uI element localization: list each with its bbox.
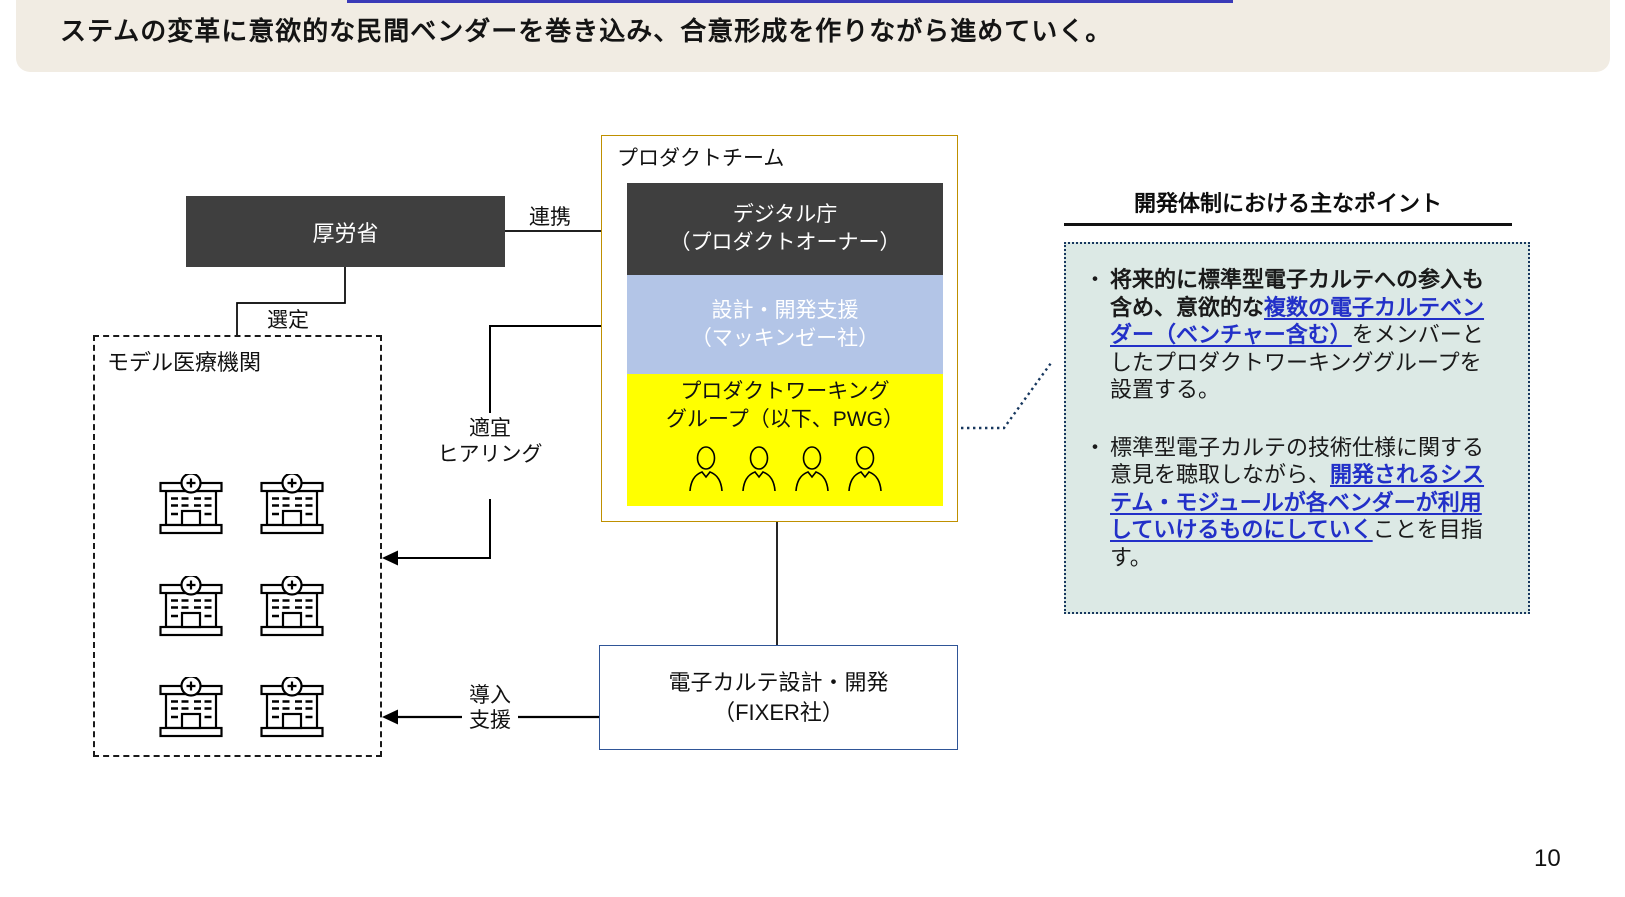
renkei-label: 連携	[529, 206, 571, 229]
model-institutions-label: モデル医療機関	[107, 350, 262, 375]
donyu-line2: 支援	[469, 709, 511, 732]
fixer-line2: （FIXER社）	[713, 699, 844, 725]
design-support-line2: （マッキンゼー社）	[690, 326, 880, 350]
sentei-label: 選定	[267, 309, 309, 332]
hospital-icon	[159, 576, 223, 637]
pwg-line1: プロダクトワーキング	[680, 380, 890, 403]
header-banner: ステムの変革に意欲的な民間ベンダーを巻き込み、合意形成を作りながら進めていく。	[16, 0, 1610, 72]
bullet-segment: 標準型電子カルテの技術仕様に関する意見を聴取しながら、	[1110, 434, 1485, 488]
hyperlink-text[interactable]: 開発されるシステム・モジュールが各ベンダーが利用していけるものにしていく	[1110, 462, 1485, 542]
hearing-arrowhead	[382, 550, 398, 566]
hearing-line2: ヒアリング	[437, 443, 543, 466]
person-icon	[688, 446, 723, 492]
pwg-members	[688, 446, 883, 492]
hospital-icon	[159, 677, 223, 738]
hearing-label: 適宜 ヒアリング	[430, 416, 550, 468]
mhlw-box: 厚労省	[186, 196, 505, 267]
design-support-line1: 設計・開発支援	[711, 298, 859, 322]
points-bullets: ・将来的に標準型電子カルテへの参入も含め、意欲的な複数の電子カルテベンダー（ベン…	[1084, 266, 1528, 571]
top-link-underline	[347, 0, 1233, 3]
bullet-segment: ことを目指す。	[1110, 517, 1483, 570]
hospital-icon	[260, 474, 324, 535]
fixer-line1: 電子カルテ設計・開発	[668, 669, 889, 695]
hearing-line1: 適宜	[469, 417, 511, 440]
bullet-item: ・標準型電子カルテの技術仕様に関する意見を聴取しながら、開発されるシステム・モジ…	[1084, 434, 1528, 572]
donyu-arrowhead	[382, 709, 398, 725]
bullet-segment: 将来的に標準型電子カルテへの参入も含め、意欲的な	[1110, 267, 1485, 320]
product-team-label: プロダクトチーム	[617, 147, 785, 170]
points-title: 開発体制における主なポイント	[1133, 191, 1442, 216]
person-icon	[847, 446, 882, 492]
hospital-icon	[260, 576, 324, 637]
mhlw-label: 厚労省	[312, 220, 379, 246]
person-icon	[741, 446, 776, 492]
banner-text: ステムの変革に意欲的な民間ベンダーを巻き込み、合意形成を作りながら進めていく。	[60, 16, 1113, 46]
points-panel: ・将来的に標準型電子カルテへの参入も含め、意欲的な複数の電子カルテベンダー（ベン…	[1064, 242, 1530, 614]
bullet-segment: をメンバーとしたプロダクトワーキンググループを設置する。	[1110, 322, 1484, 402]
person-icon	[794, 446, 829, 492]
pwg-points-dotted-line	[943, 362, 1052, 430]
points-title-underline	[1064, 223, 1512, 226]
digital-agency-box: デジタル庁 （プロダクトオーナー）	[627, 183, 943, 275]
bullet-item: ・将来的に標準型電子カルテへの参入も含め、意欲的な複数の電子カルテベンダー（ベン…	[1084, 266, 1528, 404]
page-number: 10	[1534, 845, 1561, 872]
donyu-label: 導入 支援	[462, 683, 518, 733]
design-support-box: 設計・開発支援 （マッキンゼー社）	[627, 275, 943, 374]
hospital-icon	[260, 677, 324, 738]
bullet-text: 将来的に標準型電子カルテへの参入も含め、意欲的な複数の電子カルテベンダー（ベンチ…	[1110, 266, 1485, 404]
digital-agency-line2: （プロダクトオーナー）	[669, 231, 901, 254]
fixer-box: 電子カルテ設計・開発 （FIXER社）	[599, 645, 958, 750]
digital-agency-line1: デジタル庁	[732, 203, 838, 226]
pwg-box: プロダクトワーキング グループ（以下、PWG）	[627, 374, 943, 506]
hospital-icon	[159, 474, 223, 535]
bullet-text: 標準型電子カルテの技術仕様に関する意見を聴取しながら、開発されるシステム・モジュ…	[1110, 434, 1485, 572]
bullet-marker: ・	[1084, 434, 1107, 460]
model-institutions-box: モデル医療機関	[93, 335, 382, 757]
pwg-line2: グループ（以下、PWG）	[666, 407, 904, 431]
hyperlink-text[interactable]: 複数の電子カルテベンダー（ベンチャー含む）	[1110, 294, 1485, 348]
bullet-marker: ・	[1084, 267, 1107, 292]
donyu-line1: 導入	[469, 684, 511, 707]
